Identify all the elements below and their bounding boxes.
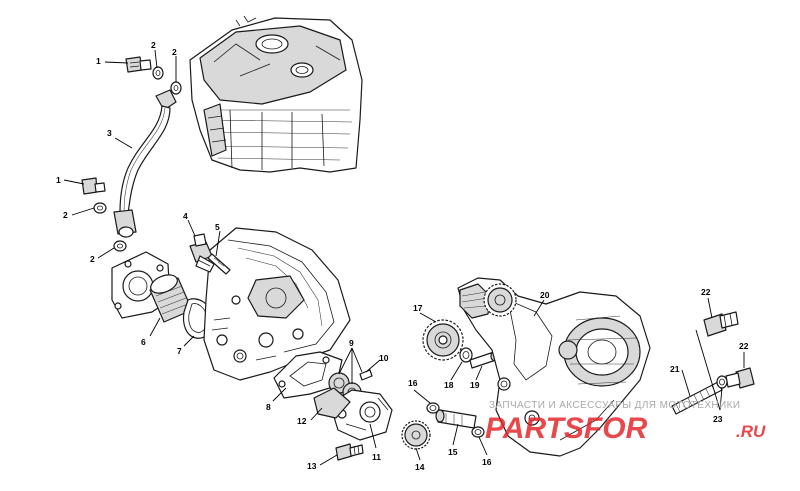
crankcase-left xyxy=(203,227,351,381)
callout-4: 4 xyxy=(183,211,188,221)
callout-12: 12 xyxy=(297,416,307,426)
pump-screw xyxy=(335,443,364,461)
callout-8: 8 xyxy=(266,402,271,412)
callout-10: 10 xyxy=(379,353,389,363)
callout-labels: 1 2 2 3 1 2 2 4 5 6 7 8 9 10 11 12 13 14… xyxy=(56,40,749,472)
callout-19: 19 xyxy=(470,380,480,390)
callout-18: 18 xyxy=(444,380,454,390)
callout-2-lower-a: 2 xyxy=(63,210,68,220)
callout-22-top: 22 xyxy=(701,287,711,297)
circlip-lower xyxy=(471,426,485,438)
relief-plug-right xyxy=(725,367,755,389)
relief-washer xyxy=(716,375,728,389)
callout-15: 15 xyxy=(448,447,458,457)
callout-21: 21 xyxy=(670,364,680,374)
leader-lines xyxy=(63,49,745,466)
gear-bushing xyxy=(459,347,473,363)
watermark-tagline: ЗАПЧАСТИ И АКСЕССУАРЫ ДЛЯ МОТОТЕХНИКИ xyxy=(489,400,740,411)
relief-plug-top xyxy=(703,311,739,337)
callout-5: 5 xyxy=(215,222,220,232)
oil-pump-cover xyxy=(313,387,351,419)
watermark-brand: PARTSFOR xyxy=(485,412,648,445)
callout-9: 9 xyxy=(349,338,354,348)
oil-pressure-sensor xyxy=(189,233,215,273)
circlip xyxy=(426,402,440,414)
oil-filter-assembly xyxy=(111,251,213,339)
spring-pin xyxy=(207,253,231,275)
watermark: ЗАПЧАСТИ И АКСЕССУАРЫ ДЛЯ МОТОТЕХНИКИ PA… xyxy=(485,400,766,445)
callout-14: 14 xyxy=(415,462,425,472)
oil-line-assembly xyxy=(81,56,182,252)
watermark-domain: .RU xyxy=(736,422,766,441)
cylinder-head xyxy=(189,15,363,173)
callout-6: 6 xyxy=(141,337,146,347)
callout-3: 3 xyxy=(107,128,112,138)
callout-16-lower: 16 xyxy=(482,457,492,467)
callout-1-lower: 1 xyxy=(56,175,61,185)
callout-23: 23 xyxy=(713,414,723,424)
callout-17: 17 xyxy=(413,303,423,313)
callout-16-top: 16 xyxy=(408,378,418,388)
callout-1-top: 1 xyxy=(96,56,101,66)
callout-2-top-a: 2 xyxy=(151,40,156,50)
callout-11: 11 xyxy=(372,452,381,462)
callout-13: 13 xyxy=(307,461,317,471)
callout-22-right: 22 xyxy=(739,341,749,351)
crankcase-right xyxy=(457,277,651,457)
callout-2-top-b: 2 xyxy=(172,47,177,57)
callout-20: 20 xyxy=(540,290,550,300)
callout-7: 7 xyxy=(177,346,182,356)
pump-drive-gear xyxy=(401,420,431,450)
callout-2-lower-b: 2 xyxy=(90,254,95,264)
intermediate-gear xyxy=(422,319,464,361)
pump-shaft xyxy=(435,409,477,429)
